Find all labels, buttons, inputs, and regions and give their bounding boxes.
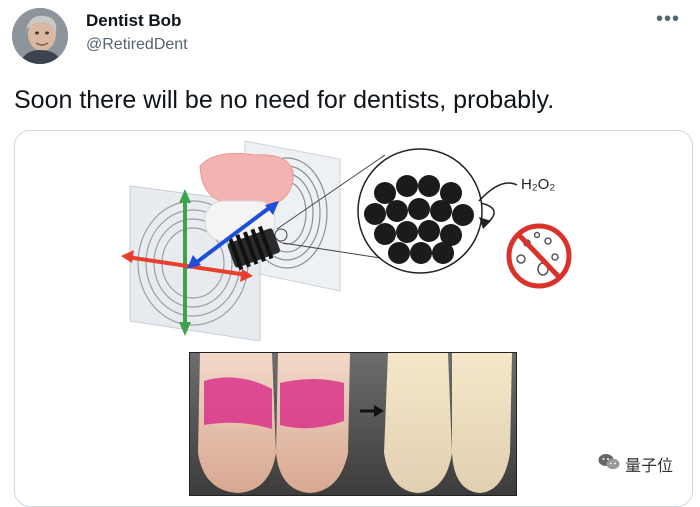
device-diagram: H₂O₂ <box>121 140 572 341</box>
author-name[interactable]: Dentist Bob <box>86 11 182 30</box>
no-bacteria-icon <box>506 223 572 289</box>
watermark: 量子位 <box>598 452 673 476</box>
tweet-media[interactable]: H₂O₂ <box>14 130 693 507</box>
tweet-text: Soon there will be no need for dentists,… <box>14 86 555 114</box>
avatar[interactable] <box>12 8 68 64</box>
wechat-icon <box>598 453 620 476</box>
ellipsis-icon[interactable]: ••• <box>655 8 680 30</box>
author-handle[interactable]: @RetiredDent <box>86 36 188 53</box>
teeth-photo <box>189 352 517 496</box>
watermark-text: 量子位 <box>625 458 674 475</box>
chemical-label: H₂O₂ <box>521 176 555 193</box>
particle-cluster <box>364 175 474 264</box>
